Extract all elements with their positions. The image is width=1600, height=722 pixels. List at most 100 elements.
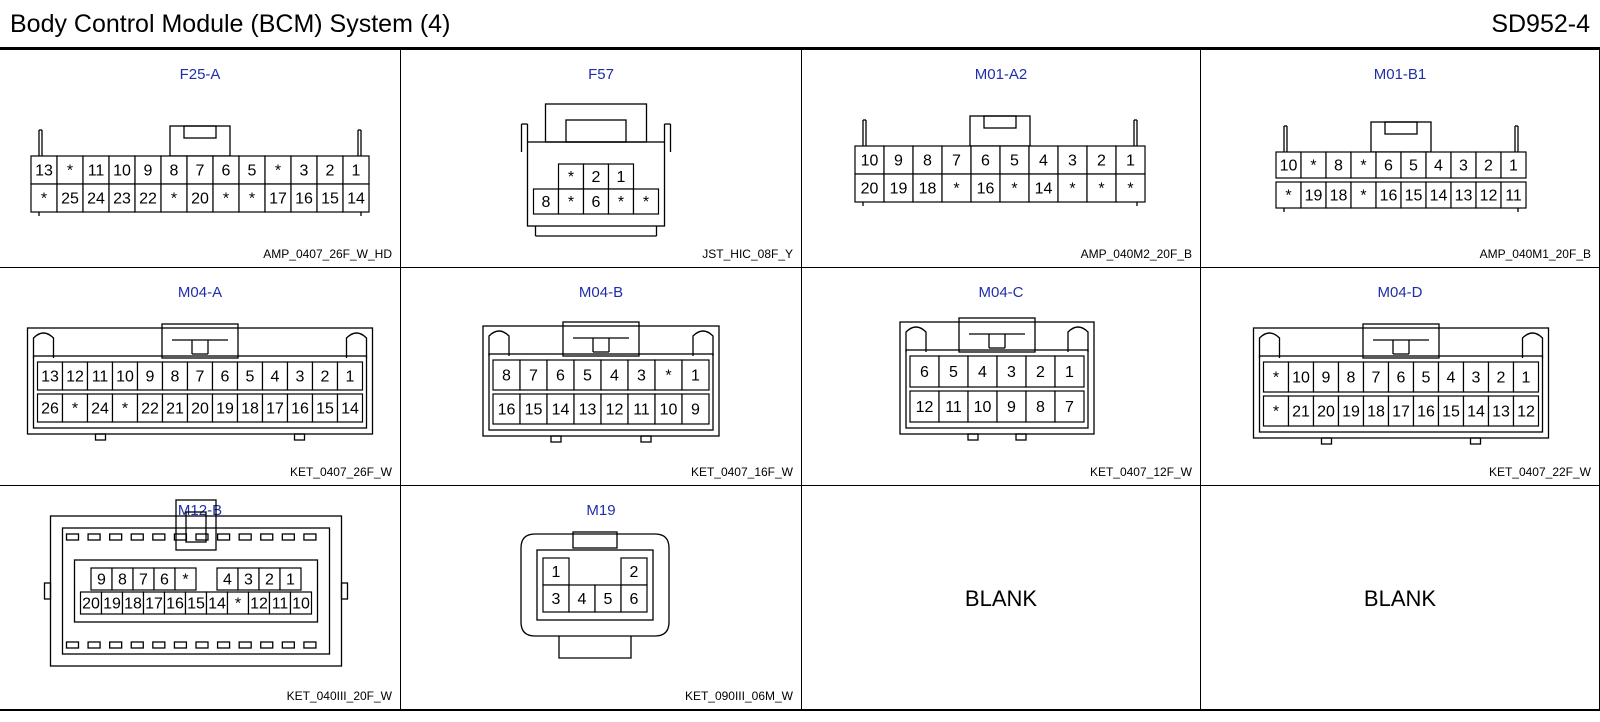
pin-label: *	[1360, 158, 1366, 175]
pin-box	[557, 188, 585, 215]
pin: 9	[1312, 361, 1340, 393]
rib	[87, 533, 101, 541]
pin: 2	[1487, 361, 1515, 393]
pin: 9	[883, 145, 914, 175]
pin-box	[681, 393, 710, 425]
pin: 17	[264, 183, 292, 213]
pin: 11	[82, 155, 110, 185]
pin-unused: *	[212, 183, 240, 213]
pin-box	[1086, 173, 1117, 203]
rib	[238, 533, 252, 541]
pin: 8	[492, 359, 521, 391]
pin-label: 8	[1334, 158, 1343, 175]
pin-unused: *	[226, 591, 250, 615]
inner-housing	[61, 527, 331, 655]
pin-label: 5	[248, 163, 257, 180]
pin-box	[1057, 145, 1088, 175]
pin: 15	[316, 183, 344, 213]
pin-label: 1	[346, 369, 355, 386]
pin-label: 4	[223, 572, 232, 589]
pin-label: 24	[91, 401, 109, 418]
lock-tab	[983, 115, 1017, 129]
pin: 10	[1287, 361, 1315, 393]
connector-type: AMP_040M1_20F_B	[1479, 247, 1591, 261]
pin-label: 4	[271, 369, 280, 386]
pin: 1	[336, 361, 364, 391]
pin-label: 11	[1505, 188, 1522, 205]
lock-tab	[565, 119, 627, 143]
pin-label: 19	[890, 181, 908, 198]
rib	[238, 641, 252, 649]
housing-outline	[26, 327, 374, 435]
rib	[87, 641, 101, 649]
pin-label: 11	[92, 369, 109, 386]
pin-box	[546, 393, 575, 425]
pin: 7	[519, 359, 548, 391]
pin-label: 1	[286, 572, 295, 589]
pin-label: 1	[1522, 370, 1531, 387]
pin-label: 9	[894, 153, 903, 170]
pin-label: 18	[241, 401, 259, 418]
connector-type: KET_0407_12F_W	[1089, 465, 1192, 479]
pin-label: 20	[191, 401, 209, 418]
pin-box	[912, 173, 943, 203]
pin-area	[488, 353, 714, 431]
pin-box	[632, 188, 660, 215]
pin-label: 6	[630, 591, 639, 608]
latch	[488, 330, 510, 356]
pin-label: 5	[1010, 153, 1019, 170]
pin: 13	[30, 155, 58, 185]
pin-label: 10	[1280, 158, 1298, 175]
pin-label: 9	[691, 402, 700, 419]
pin-box	[938, 390, 969, 423]
pin-box	[573, 393, 602, 425]
connector-housing	[26, 323, 374, 441]
pin-label: 8	[170, 163, 179, 180]
pin-box	[1462, 395, 1490, 427]
pin-label: *	[72, 401, 78, 418]
pin-label: 3	[1459, 158, 1468, 175]
pin-unused: *	[1300, 151, 1327, 179]
pin-label: 19	[1305, 188, 1323, 205]
pin-box	[1475, 181, 1502, 209]
pin-box	[108, 183, 136, 213]
pin-label: 2	[265, 572, 274, 589]
pin-label: 15	[187, 596, 205, 613]
pin-box	[1512, 395, 1540, 427]
foot	[293, 433, 306, 441]
pin-box	[620, 557, 648, 586]
pin: 15	[1400, 181, 1427, 209]
pin-label: 16	[166, 596, 184, 613]
pin-label: 6	[592, 194, 601, 211]
pin-label: 1	[352, 163, 361, 180]
lock-tab	[1370, 121, 1432, 153]
rib	[65, 533, 80, 541]
pin: 11	[86, 361, 114, 391]
pin: 6	[582, 188, 610, 215]
pin-label: 13	[35, 163, 53, 180]
pin-label: 12	[250, 596, 268, 613]
pin: 9	[996, 390, 1027, 423]
pin: 17	[1387, 395, 1415, 427]
latch	[1258, 332, 1281, 358]
pin: 16	[970, 173, 1001, 203]
pin-unused: *	[557, 188, 585, 215]
pin: 14	[336, 393, 364, 423]
pin-box	[1412, 361, 1440, 393]
pin-box	[1350, 151, 1377, 179]
pin-label: *	[235, 596, 241, 613]
pin-unused: *	[1350, 181, 1377, 209]
pin: 19	[211, 393, 239, 423]
pin-label: *	[1069, 181, 1075, 198]
pin: 4	[600, 359, 629, 391]
latch	[692, 330, 714, 356]
